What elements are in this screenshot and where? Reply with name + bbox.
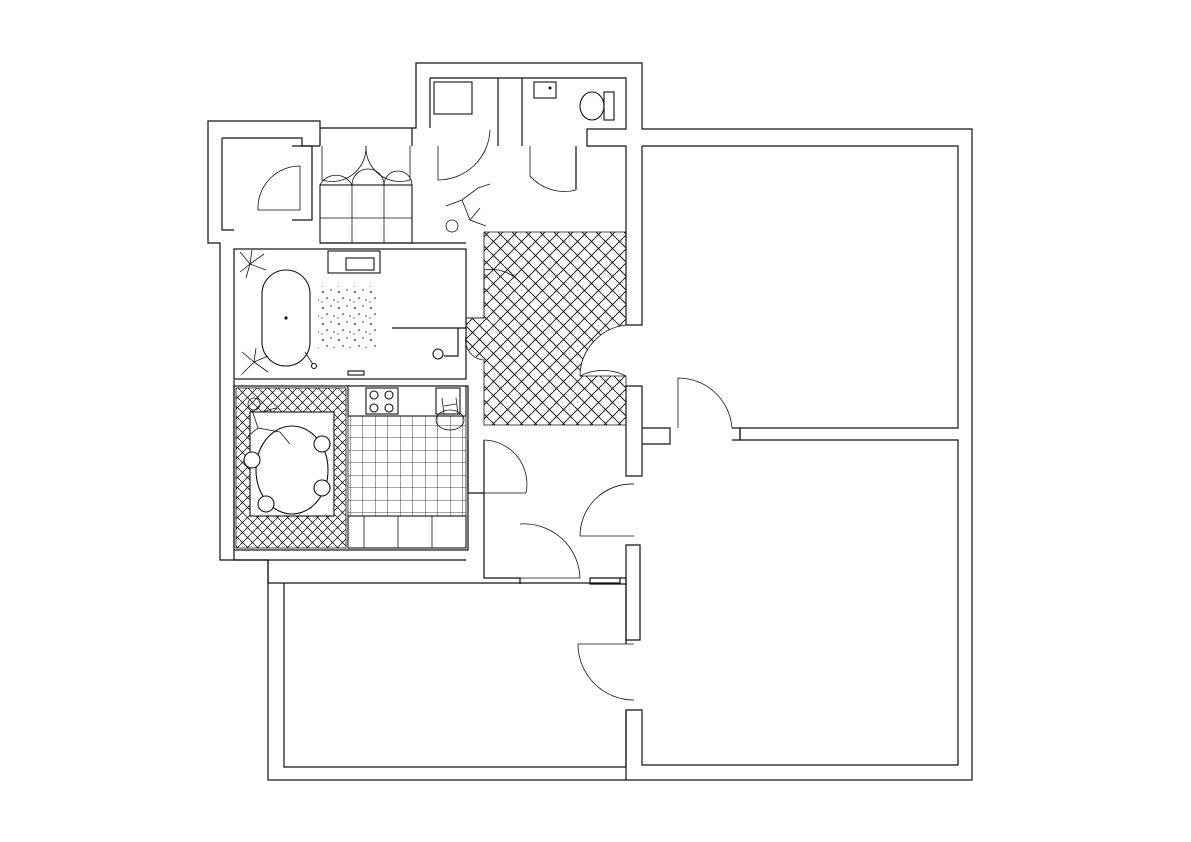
- entry-closets: [257, 128, 466, 244]
- bathroom: [233, 248, 521, 561]
- plant-icon: [239, 249, 267, 279]
- washer-icon: [433, 81, 473, 115]
- person-icon: [247, 397, 291, 445]
- utility-rooms: [433, 78, 615, 192]
- outer-walls: [207, 62, 973, 781]
- hall-doors: [267, 370, 741, 767]
- dining-table-icon: [255, 425, 329, 515]
- hallway-floor: [465, 231, 627, 426]
- plant-icon: [241, 347, 269, 375]
- sink-icon: [533, 81, 557, 99]
- kitchen-dining: [233, 385, 469, 551]
- person-icon: [435, 397, 465, 431]
- toilet-icon: [579, 91, 605, 121]
- person-icon: [445, 183, 491, 233]
